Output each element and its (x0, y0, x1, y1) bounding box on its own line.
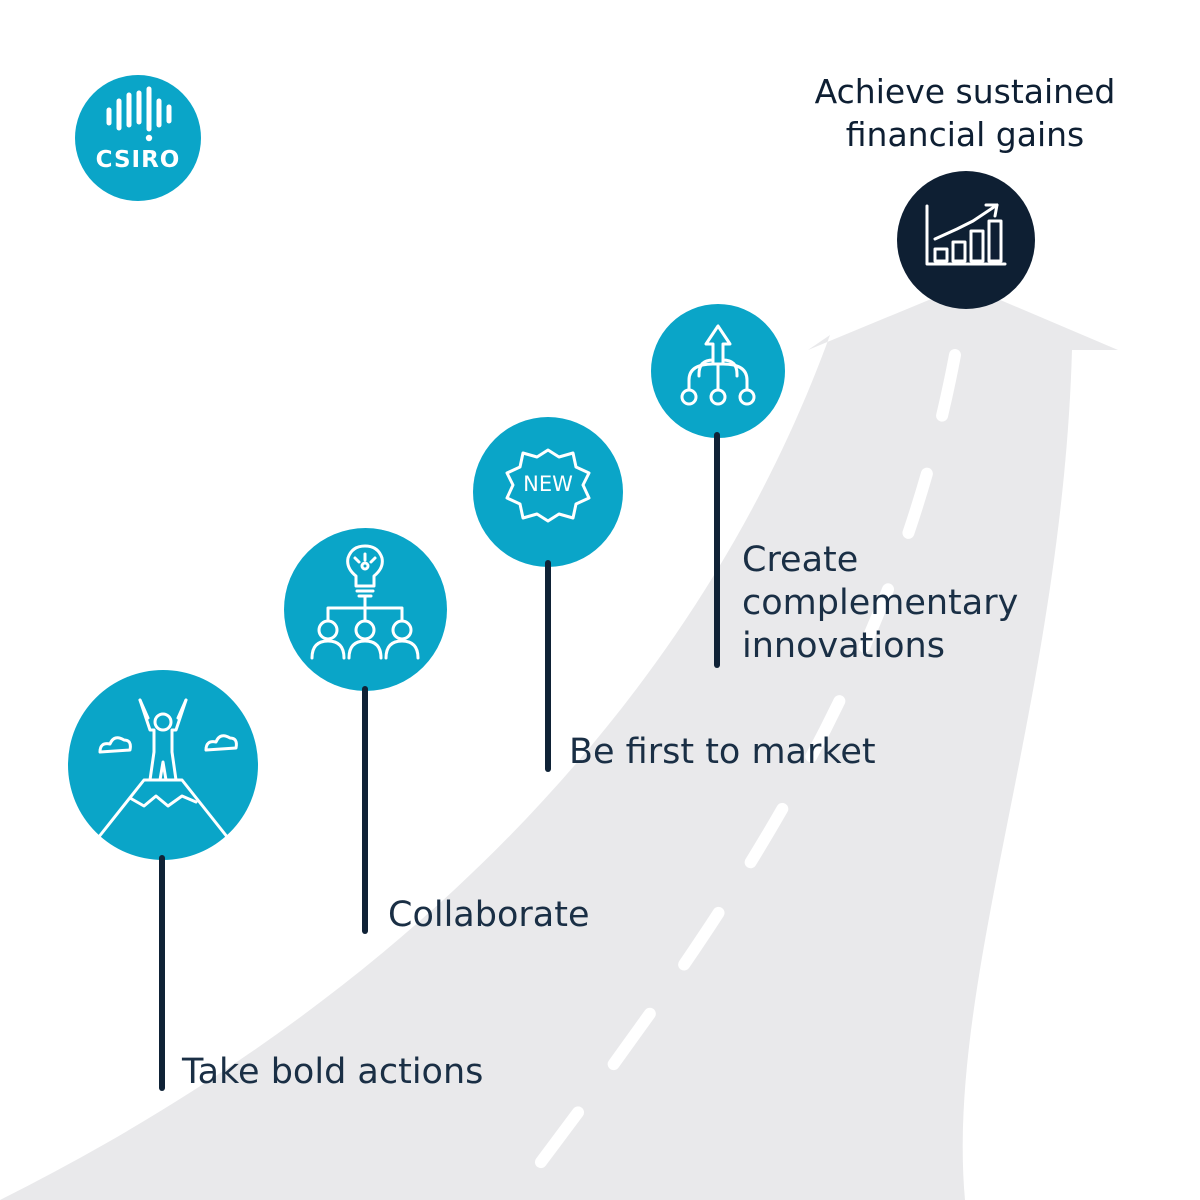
new-badge-icon: NEW (505, 448, 591, 523)
step-label-line: Create (742, 540, 859, 580)
step-label-line: Be first to market (569, 732, 876, 772)
step-label-line: complementary (742, 583, 1019, 623)
step-collaborate-label: Collaborate (388, 894, 589, 937)
step-take-bold-actions-circle (68, 670, 258, 860)
csiro-logo-icon (106, 86, 172, 142)
step-complementary-innovations-circle (651, 304, 785, 438)
step-first-to-market-stem (545, 560, 551, 772)
csiro-logo: CSIRO (75, 75, 201, 201)
step-first-to-market-circle: NEW (473, 417, 623, 567)
step-first-to-market-label: Be first to market (569, 731, 876, 774)
goal-title-line-2: financial gains (845, 115, 1085, 154)
step-take-bold-actions-label: Take bold actions (182, 1051, 483, 1094)
step-collaborate-stem (362, 686, 368, 934)
badge-text: NEW (523, 472, 573, 496)
growth-chart-icon (925, 203, 1007, 266)
goal-circle (897, 171, 1035, 309)
step-label-line: Collaborate (388, 895, 590, 935)
lightbulb-team-icon (310, 544, 420, 660)
step-label-line: innovations (742, 626, 945, 666)
step-complementary-innovations-label: Create complementary innovations (742, 539, 1018, 668)
goal-title-line-1: Achieve sustained (814, 72, 1116, 111)
road-center-dashes (514, 349, 961, 1196)
branching-arrow-icon (680, 324, 756, 406)
step-label-line: Take bold actions (182, 1052, 484, 1092)
logo-wordmark: CSIRO (95, 147, 181, 173)
step-complementary-innovations-stem (714, 432, 720, 668)
step-take-bold-actions-stem (159, 855, 165, 1091)
step-collaborate-circle (284, 528, 447, 691)
mountain-summit-person-icon (96, 698, 238, 840)
goal-title: Achieve sustained financial gains (790, 70, 1140, 156)
